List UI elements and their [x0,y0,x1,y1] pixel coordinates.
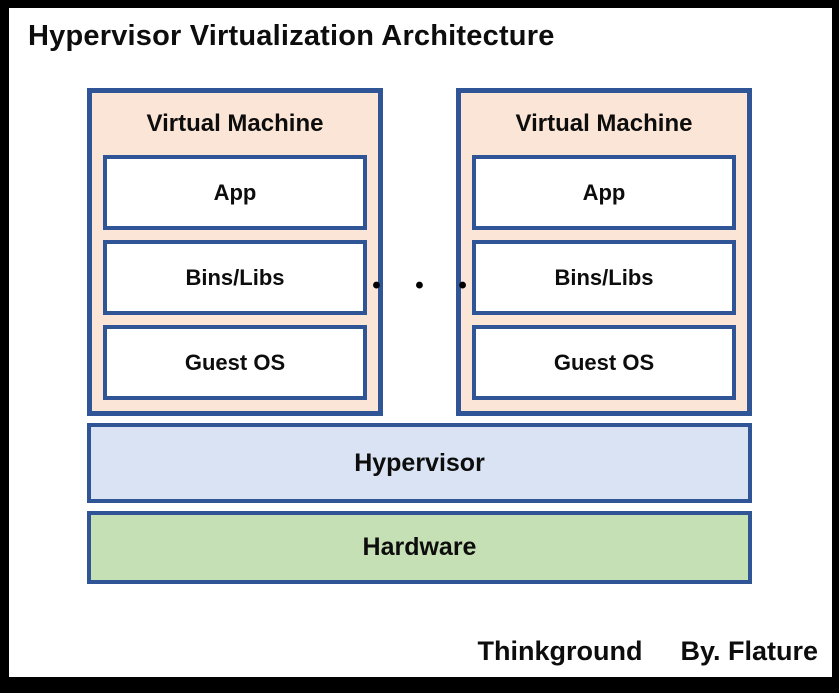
diagram-content: Virtual Machine App Bins/Libs Guest OS •… [87,88,752,584]
vm-box-1: Virtual Machine App Bins/Libs Guest OS [87,88,383,416]
vm1-layer-guest-os: Guest OS [103,325,367,400]
vm-row: Virtual Machine App Bins/Libs Guest OS •… [87,88,752,416]
vm-box-2-label: Virtual Machine [515,110,693,137]
more-vms-ellipsis-icon: • • • [372,272,481,299]
vm2-layer-bins-libs: Bins/Libs [472,240,736,315]
vm-gap: • • • [372,88,467,416]
vm2-layer-app: App [472,155,736,230]
vm2-layer-guest-os: Guest OS [472,325,736,400]
vm-box-1-label: Virtual Machine [146,110,324,137]
page-title: Hypervisor Virtualization Architecture [28,20,555,52]
footer-brand: Thinkground [477,636,643,666]
hypervisor-bar: Hypervisor [87,423,752,503]
vm1-layer-app: App [103,155,367,230]
vm-box-2: Virtual Machine App Bins/Libs Guest OS [456,88,752,416]
vm1-layer-bins-libs: Bins/Libs [103,240,367,315]
footer-credit: Thinkground By. Flature [478,636,819,667]
footer-byline: By. Flature [680,636,818,666]
hardware-bar: Hardware [87,511,752,584]
